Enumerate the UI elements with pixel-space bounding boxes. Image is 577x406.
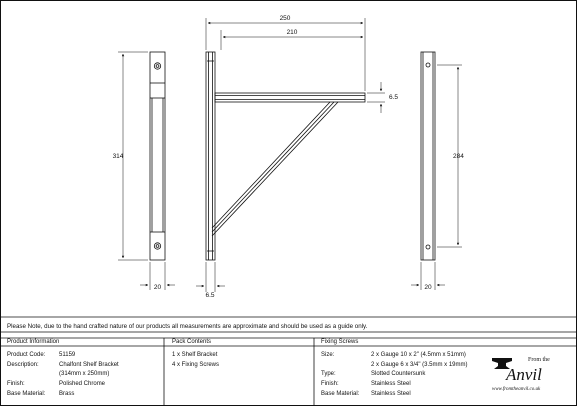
screw-finish-value: Stainless Steel — [371, 381, 411, 387]
back-view-outline — [420, 51, 436, 261]
side-view-arm — [214, 92, 366, 103]
screw-base-material-label: Base Material: — [321, 391, 360, 397]
type-label: Type: — [321, 371, 336, 377]
description-label: Description: — [7, 362, 39, 368]
back-screw-hole-bottom — [425, 244, 431, 250]
logo-brand: Anvil — [505, 365, 542, 384]
from-the-anvil-logo: From the Anvil www.fromtheanvil.co.uk — [490, 352, 572, 392]
product-code-value: 51159 — [59, 352, 76, 358]
size-value: 2 x Gauge 10 x 2" (4.5mm x 51mm) — [371, 352, 466, 358]
back-view — [420, 51, 436, 261]
front-view-outline — [149, 51, 166, 261]
size-value-2: 2 x Gauge 6 x 3/4" (3.5mm x 19mm) — [371, 362, 468, 368]
finish-label: Finish: — [7, 381, 25, 387]
description-value: Chalfont Shelf Bracket — [59, 362, 119, 368]
side-view — [205, 51, 366, 261]
dim-back-width: 20 — [424, 284, 432, 291]
size-label: Size: — [321, 352, 335, 358]
base-material-value: Brass — [59, 391, 75, 397]
screw-hole-bottom — [153, 242, 162, 250]
pack-item: 4 x Fixing Screws — [172, 362, 220, 368]
back-screw-hole-top — [425, 62, 431, 68]
description-size-value: (314mm x 250mm) — [59, 371, 110, 377]
screw-finish-label: Finish: — [321, 381, 339, 387]
disclaimer-note: Please Note, due to the hand crafted nat… — [7, 323, 368, 330]
dim-back-height: 284 — [453, 153, 464, 160]
logo-url: www.fromtheanvil.co.uk — [492, 387, 541, 392]
screw-base-material-value: Stainless Steel — [371, 391, 411, 397]
product-code-label: Product Code: — [7, 352, 46, 358]
anvil-icon: From the Anvil www.fromtheanvil.co.uk — [492, 357, 550, 392]
side-view-upright — [205, 51, 216, 261]
screw-hole-top — [153, 62, 162, 70]
type-value: Slotted Countersunk — [371, 371, 426, 377]
pack-item: 1 x Shelf Bracket — [172, 352, 218, 358]
dim-height: 314 — [113, 153, 124, 160]
base-material-label: Base Material: — [7, 391, 46, 397]
front-view — [149, 51, 166, 261]
fixing-screws-heading: Fixing Screws — [321, 339, 359, 345]
side-view-strut — [211, 101, 331, 229]
product-info-heading: Product Information — [7, 339, 60, 345]
dim-arm-length: 210 — [287, 29, 298, 36]
dim-arm-thickness: 6.5 — [389, 94, 398, 101]
pack-contents-heading: Pack Contents — [172, 339, 212, 345]
finish-value: Polished Chrome — [59, 381, 106, 387]
dim-thickness-bottom: 6.5 — [205, 292, 214, 299]
logo-from-the: From the — [528, 357, 550, 363]
dim-front-width: 20 — [154, 284, 162, 291]
dim-overall-width: 250 — [280, 15, 291, 22]
